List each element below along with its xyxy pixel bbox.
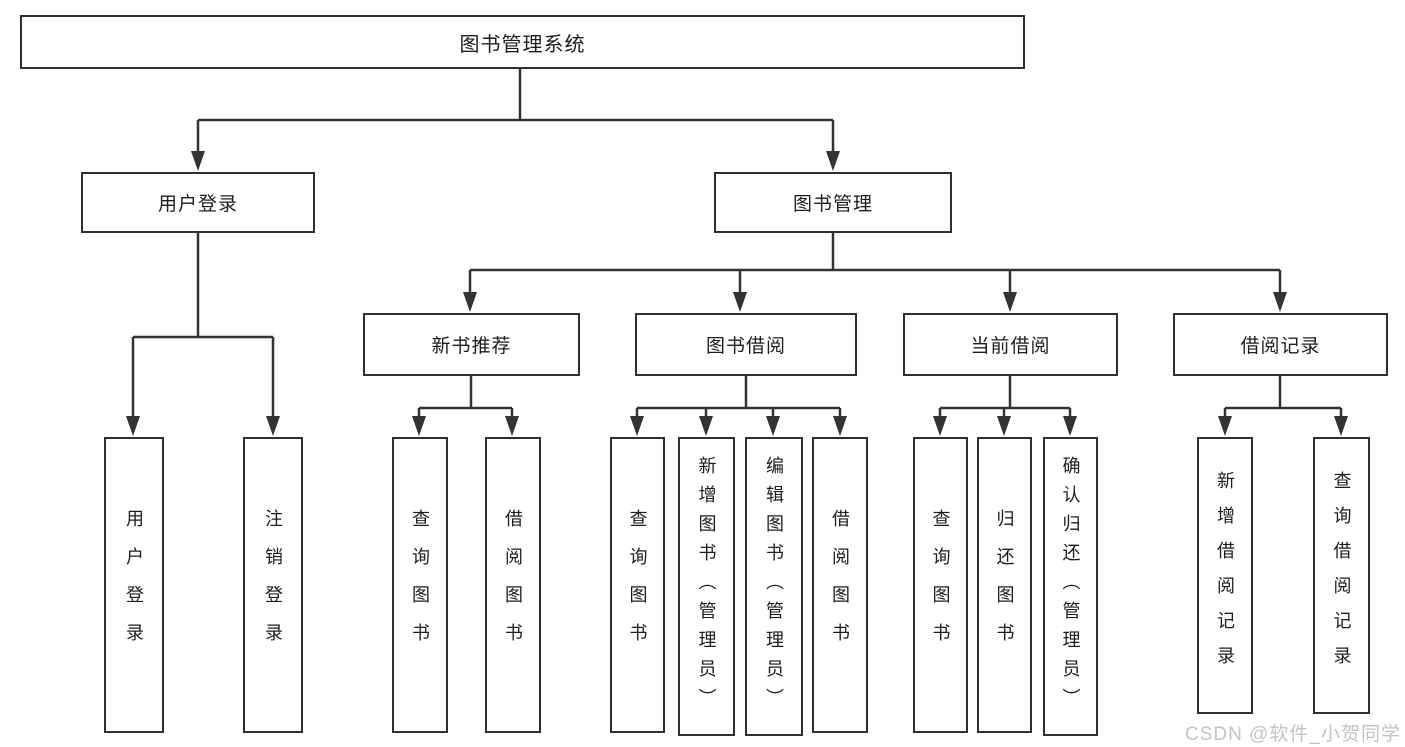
node-current-borrow-label: 当前借阅 [970, 336, 1051, 357]
leaf-logout: 注销登录 [243, 437, 303, 733]
node-user-login: 用户登录 [81, 172, 315, 233]
leaf-newbook-query-books: 查询图书 [392, 437, 448, 733]
leaf-current-return-books-label: 归还图书 [994, 509, 1015, 661]
node-user-login-label: 用户登录 [157, 194, 238, 215]
leaf-newbook-query-books-label: 查询图书 [410, 509, 430, 661]
node-root-label: 图书管理系统 [459, 33, 586, 56]
node-book-management: 图书管理 [714, 172, 952, 233]
leaf-borrow-edit-books-admin: 编辑图书（管理员） [745, 437, 803, 736]
leaf-user-login-label: 用户登录 [124, 509, 144, 661]
leaf-current-return-books: 归还图书 [977, 437, 1032, 733]
leaf-borrow-borrow-books-label: 借阅图书 [830, 509, 850, 661]
leaf-borrow-query-books: 查询图书 [610, 437, 665, 733]
leaf-records-add-record-label: 新增借阅记录 [1215, 470, 1235, 681]
leaf-borrow-query-books-label: 查询图书 [627, 509, 648, 661]
leaf-borrow-edit-books-admin-label: 编辑图书（管理员） [764, 456, 784, 717]
csdn-watermark: CSDN @软件_小贺同学 [1185, 724, 1401, 745]
leaf-borrow-borrow-books: 借阅图书 [812, 437, 868, 733]
leaf-records-query-record-label: 查询借阅记录 [1331, 470, 1352, 681]
node-current-borrow: 当前借阅 [903, 313, 1118, 376]
node-borrow-records: 借阅记录 [1173, 313, 1388, 376]
leaf-current-query-books-label: 查询图书 [930, 509, 951, 661]
node-book-management-label: 图书管理 [792, 194, 873, 215]
leaf-newbook-borrow-books: 借阅图书 [485, 437, 541, 733]
node-book-borrow: 图书借阅 [635, 313, 857, 376]
leaf-current-query-books: 查询图书 [913, 437, 968, 733]
node-new-book-recommend-label: 新书推荐 [431, 336, 512, 357]
leaf-records-query-record: 查询借阅记录 [1313, 437, 1370, 714]
leaf-current-confirm-return-admin-label: 确认归还（管理员） [1060, 456, 1081, 717]
leaf-logout-label: 注销登录 [263, 509, 283, 661]
leaf-newbook-borrow-books-label: 借阅图书 [503, 509, 523, 661]
leaf-current-confirm-return-admin: 确认归还（管理员） [1043, 437, 1098, 736]
leaf-records-add-record: 新增借阅记录 [1197, 437, 1253, 714]
node-new-book-recommend: 新书推荐 [363, 313, 580, 376]
leaf-borrow-add-books-admin: 新增图书（管理员） [678, 437, 735, 736]
leaf-borrow-add-books-admin-label: 新增图书（管理员） [696, 456, 717, 717]
node-borrow-records-label: 借阅记录 [1240, 336, 1321, 357]
node-book-borrow-label: 图书借阅 [705, 336, 786, 357]
leaf-user-login: 用户登录 [104, 437, 164, 733]
node-root: 图书管理系统 [20, 15, 1025, 69]
